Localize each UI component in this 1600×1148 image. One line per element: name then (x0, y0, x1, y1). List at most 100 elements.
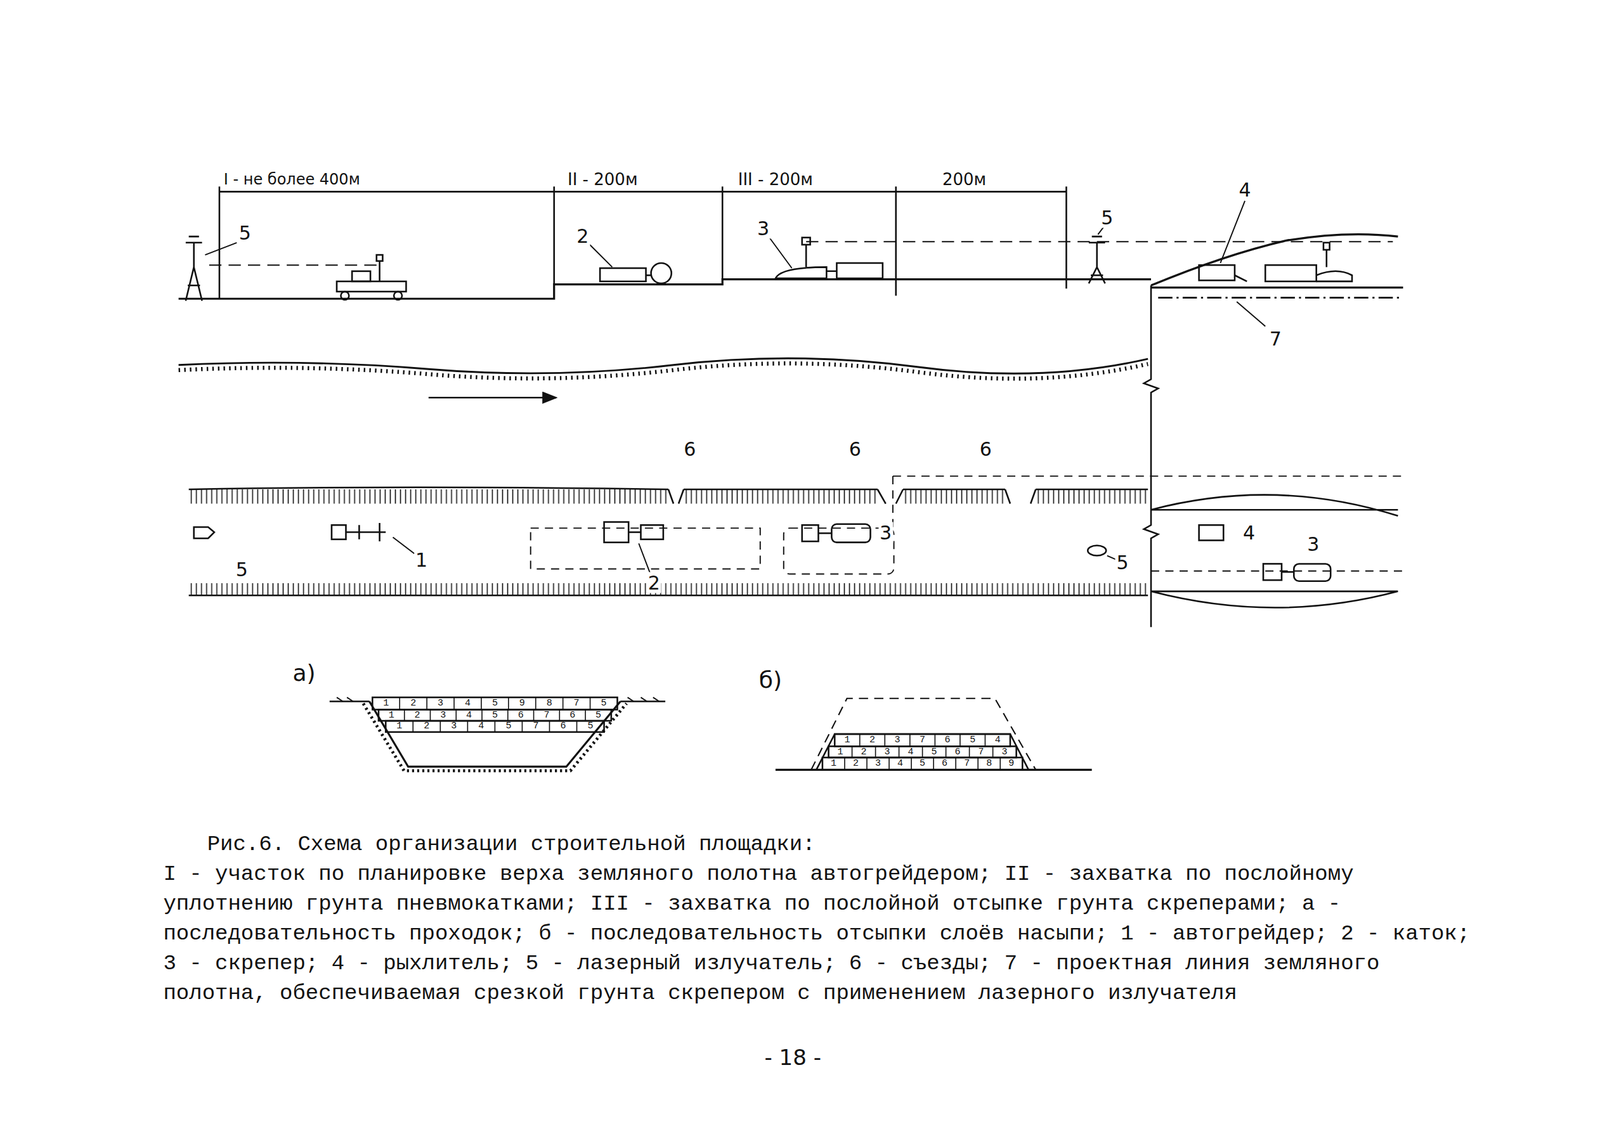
layer-number: 7 (919, 735, 926, 747)
layer-number: 6 (569, 710, 576, 722)
cell-divider (934, 734, 937, 747)
cell-divider (866, 757, 868, 770)
layer-number: 6 (518, 710, 524, 722)
cell-divider (412, 721, 414, 733)
layer-number: 6 (941, 759, 948, 770)
layer-number: 2 (869, 735, 876, 747)
cell-divider (959, 734, 961, 747)
cell-divider (426, 697, 428, 710)
layer-number: 4 (478, 721, 484, 733)
figure-title: Рис.6. Схема организации строительной пл… (207, 832, 816, 857)
layer-number: 7 (543, 710, 550, 722)
cell-divider (576, 721, 578, 733)
ground-line (178, 358, 1149, 398)
profile (178, 186, 1404, 628)
cell-divider (844, 757, 846, 770)
layer-number: 3 (450, 721, 457, 733)
figure-caption: I - участок по планировке верха земляног… (162, 859, 1495, 1009)
callout-number: а) (291, 660, 317, 687)
layer-number: 5 (492, 710, 498, 722)
layer-number: 1 (383, 698, 389, 710)
layer-number: 3 (1001, 747, 1008, 758)
cell-divider (535, 697, 537, 710)
layer-number: 5 (931, 747, 938, 758)
layer-number: 5 (595, 710, 602, 722)
layer-number: 7 (573, 698, 580, 710)
layer-number: 1 (830, 759, 837, 770)
callout-number: 6 (682, 438, 697, 460)
callout-number: 3 (755, 218, 771, 240)
callout-number: б) (757, 667, 784, 694)
cell-divider (969, 746, 971, 758)
layer-number: 5 (587, 721, 594, 733)
cell-divider (533, 709, 535, 722)
callout-number: 5 (1099, 206, 1115, 228)
callout-number: 6 (978, 438, 994, 460)
layer-number: 1 (388, 710, 395, 722)
dimension-label: 200м (941, 170, 988, 189)
layer-number: 4 (466, 710, 472, 722)
layer-number: 3 (437, 698, 444, 710)
layer-number: 7 (963, 759, 970, 770)
cell-divider (910, 757, 912, 770)
cell-divider (589, 697, 592, 710)
layer-number: 6 (955, 747, 961, 758)
layer-number: 5 (601, 698, 607, 710)
cell-divider (398, 697, 401, 710)
callout-number: 5 (1114, 551, 1130, 573)
cell-divider (453, 697, 455, 710)
layer-number: 6 (944, 735, 951, 747)
layer-number: 4 (897, 759, 904, 770)
cell-divider (521, 721, 524, 733)
callout-number: 3 (878, 521, 893, 543)
layer-number: 7 (532, 721, 539, 733)
cell-divider (507, 697, 510, 710)
layer-number: 9 (1008, 759, 1015, 770)
callout-number: 3 (1305, 533, 1321, 555)
layer-number: 4 (995, 735, 1001, 747)
layer-number: 3 (875, 759, 881, 770)
layer-number: 7 (978, 747, 985, 758)
dimension-label: I - не более 400м (222, 171, 362, 188)
layer-number: 2 (852, 759, 859, 770)
layer-number: 1 (844, 735, 850, 747)
layer-number: 8 (546, 698, 553, 710)
layer-number: 2 (861, 747, 867, 758)
dimension-label: II - 200м (566, 170, 640, 189)
layer-number: 3 (884, 747, 891, 758)
cell-divider (562, 697, 564, 710)
cell-divider (984, 734, 987, 747)
cell-divider (932, 757, 935, 770)
cell-divider (851, 746, 853, 758)
cell-divider (922, 746, 924, 758)
cell-divider (884, 734, 886, 747)
callout-number: 2 (646, 572, 662, 593)
plan (188, 476, 1404, 608)
callout-number: 1 (414, 549, 429, 571)
sections (329, 697, 1093, 772)
layer-number: 3 (894, 735, 901, 747)
cell-divider (494, 721, 496, 733)
layer-number: 2 (410, 698, 417, 710)
cell-divider (909, 734, 911, 747)
layer-number: 5 (969, 735, 976, 747)
layer-number: 4 (464, 698, 471, 710)
layer-number: 8 (986, 759, 992, 770)
dimension-label: III - 200м (736, 170, 815, 189)
layer-number: 4 (908, 747, 914, 758)
cell-divider (888, 757, 890, 770)
cell-divider (898, 746, 900, 758)
layer-number: 3 (440, 710, 446, 722)
cell-divider (507, 709, 509, 722)
cell-divider (429, 709, 432, 722)
cell-divider (481, 709, 483, 722)
layer-number: 5 (505, 721, 512, 733)
cell-divider (955, 757, 957, 770)
callout-number: 2 (575, 225, 590, 247)
layer-number: 2 (423, 721, 430, 733)
cell-divider (480, 697, 482, 710)
layer-number: 5 (919, 759, 926, 770)
layer-number: 6 (559, 721, 566, 733)
cell-divider (977, 757, 979, 770)
callout-number: 5 (234, 558, 250, 580)
